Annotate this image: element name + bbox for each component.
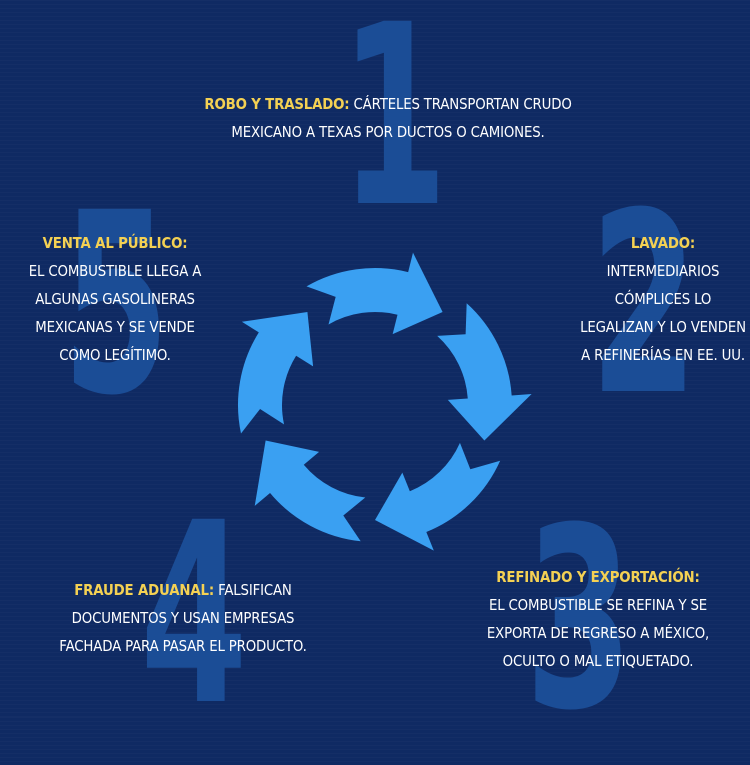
background-number-3: 3 [525, 474, 633, 765]
cycle-arrow-3 [375, 442, 501, 551]
cycle-arrow-1 [306, 252, 443, 335]
step-2-line-4: A REFINERÍAS EN EE. UU. [581, 346, 745, 364]
step-2-text: LAVADO: INTERMEDIARIOS CÓMPLICES LO LEGA… [564, 229, 750, 369]
step-5-line-1: EL COMBUSTIBLE LLEGA A [28, 262, 202, 280]
cycle-arrow-2 [437, 303, 532, 441]
step-2-line-1: INTERMEDIARIOS [606, 262, 720, 280]
step-3-line-1: EL COMBUSTIBLE SE REFINA Y SE [488, 596, 708, 614]
background-number-4: 4 [140, 469, 248, 760]
step-3-line-2: EXPORTA DE REGRESO A MÉXICO, [486, 624, 710, 642]
cycle-arrow-5 [238, 311, 314, 434]
step-5-title: VENTA AL PÚBLICO: [42, 234, 188, 252]
background-number-2: 2 [590, 159, 698, 450]
step-2-line-3: LEGALIZAN Y LO VENDEN [580, 318, 746, 336]
step-1-text: ROBO Y TRASLADO: CÁRTELES TRANSPORTAN CR… [190, 90, 586, 146]
step-5-line-4: COMO LEGÍTIMO. [59, 346, 171, 364]
step-4-line-3: FACHADA PARA PASAR EL PRODUCTO. [59, 637, 307, 655]
step-4-text: FRAUDE ADUANAL: FALSIFICAN DOCUMENTOS Y … [41, 576, 325, 660]
step-1-line-1: CÁRTELES TRANSPORTAN CRUDO [353, 95, 572, 113]
step-5-text: VENTA AL PÚBLICO: EL COMBUSTIBLE LLEGA A… [16, 229, 214, 369]
step-4-line-2: DOCUMENTOS Y USAN EMPRESAS [71, 609, 295, 627]
step-5-line-2: ALGUNAS GASOLINERAS [35, 290, 195, 308]
step-1-line-2: MEXICANO A TEXAS POR DUCTOS O CAMIONES. [231, 123, 545, 141]
step-4-line-1: FALSIFICAN [218, 581, 292, 599]
recycle-arrows-icon [238, 252, 532, 551]
background-number-5: 5 [62, 159, 170, 450]
step-3-title: REFINADO Y EXPORTACIÓN: [496, 568, 700, 586]
step-4-title: FRAUDE ADUANAL: [74, 581, 215, 599]
step-2-line-2: CÓMPLICES LO [614, 290, 712, 308]
step-3-line-3: OCULTO O MAL ETIQUETADO. [502, 652, 694, 670]
background-number-1: 1 [340, 0, 448, 262]
step-1-title: ROBO Y TRASLADO: [204, 95, 350, 113]
cycle-arrow-4 [254, 440, 366, 542]
step-3-text: REFINADO Y EXPORTACIÓN: EL COMBUSTIBLE S… [469, 563, 727, 675]
step-5-line-3: MEXICANAS Y SE VENDE [35, 318, 195, 336]
step-2-title: LAVADO: [630, 234, 696, 252]
